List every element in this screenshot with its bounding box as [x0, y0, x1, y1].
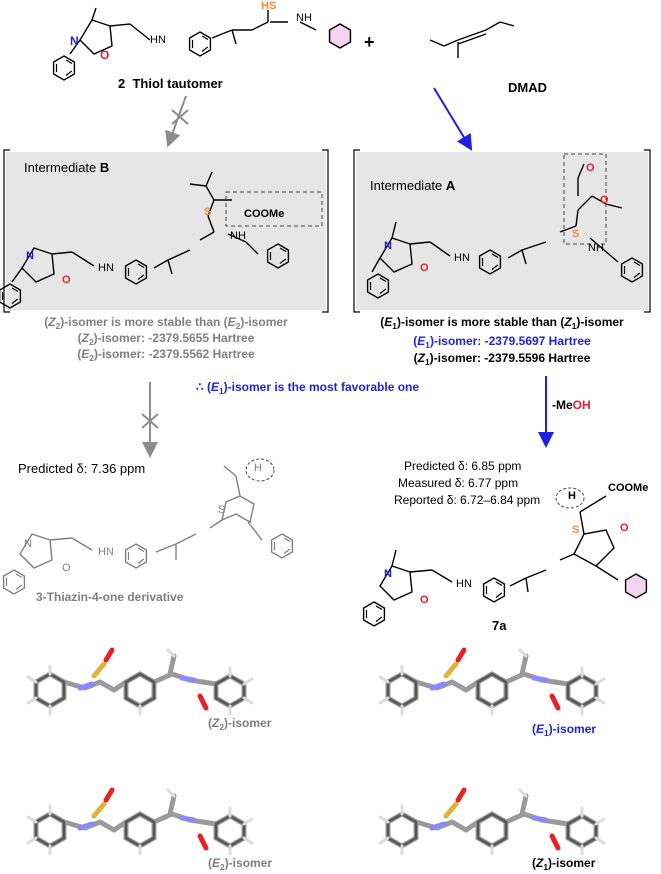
z2-energy: (Z2)-isomer: -2379.5655 Hartree: [77, 331, 255, 347]
e1-energy: (E1)-isomer: -2379.5697 Hartree: [413, 334, 591, 350]
product-reported-shift: Reported δ: 6.72–6.84 ppm: [394, 493, 541, 507]
atom-nh: NH: [296, 12, 312, 24]
intermediate-a-o2: O: [600, 194, 609, 206]
intermediate-a-letter: A: [445, 178, 456, 193]
product-h: H: [568, 490, 576, 502]
intermediate-b-sulfur: S: [204, 206, 212, 218]
intermediate-a-panel: [356, 152, 648, 310]
intermediate-a-nh: NH: [588, 242, 604, 254]
intermediate-a-o1: O: [586, 162, 595, 174]
intermediate-a-label: Intermediate A: [370, 178, 456, 193]
product-n: N: [384, 568, 392, 580]
z1-energy: (Z1)-isomer: -2379.5596 Hartree: [413, 351, 591, 367]
product-predicted-shift: Predicted δ: 6.85 ppm: [404, 459, 522, 473]
thiazinone-n: N: [24, 538, 32, 550]
plus-sign: +: [364, 32, 375, 52]
atom-hn: HN: [150, 34, 166, 46]
atom-sh: HS: [261, 0, 277, 12]
intermediate-a-sulfur: S: [572, 228, 580, 240]
intermediate-a-stability: (E1)-isomer is more stable than (Z1)-iso…: [380, 315, 624, 331]
intermediate-b-label: Intermediate B: [24, 160, 110, 175]
tautomer-label: Thiol tautomer: [132, 76, 223, 91]
thiazinone-o: O: [62, 562, 71, 574]
thiazinone-s: S: [218, 504, 226, 516]
intermediate-b-coome: COOMe: [244, 208, 285, 220]
dmad-label: DMAD: [508, 80, 547, 95]
atom-n: N: [70, 34, 79, 48]
thiazinone-hn: HN: [98, 546, 114, 558]
intermediate-b-hn: HN: [98, 262, 114, 274]
product-sulfur: S: [572, 524, 580, 536]
z2-model-caption: (Z2)-isomer: [208, 716, 272, 732]
e2-model-caption: (E2)-isomer: [208, 856, 273, 872]
intermediate-a-n: N: [384, 240, 392, 252]
product-hn: HN: [456, 578, 472, 590]
intermediate-b-n: N: [26, 250, 34, 262]
product-o1: O: [620, 522, 629, 534]
e2-energy: (E2)-isomer: -2379.5562 Hartree: [77, 347, 255, 363]
intermediate-b-nh: NH: [230, 230, 246, 242]
thiazinone-label: 3-Thiazin-4-one derivative: [36, 590, 184, 604]
compound-number: 2: [118, 76, 126, 91]
reaction-condition: -MeOH: [552, 398, 591, 412]
intermediate-b-o: O: [62, 274, 71, 286]
intermediate-b-panel: [6, 152, 326, 310]
e1-model-caption: (E1)-isomer: [532, 722, 597, 738]
intermediate-b-letter: B: [99, 160, 110, 175]
z1-model-caption: (Z1)-isomer: [532, 856, 596, 872]
product-coome: COOMe: [608, 482, 649, 494]
intermediate-a-hn: HN: [454, 252, 470, 264]
compound-2-label: 2 Thiol tautomer: [118, 76, 223, 91]
product-label: 7a: [492, 618, 507, 633]
atom-o: O: [100, 48, 110, 62]
intermediate-b-stability: (Z2)-isomer is more stable than (E2)-iso…: [44, 315, 288, 331]
product-measured-shift: Measured δ: 6.77 ppm: [398, 476, 519, 490]
intermediate-a-o3: O: [420, 262, 429, 274]
product-o2: O: [420, 594, 429, 606]
thiazinone-predicted-shift: Predicted δ: 7.36 ppm: [18, 461, 146, 476]
thiazinone-h: H: [254, 462, 262, 474]
conclusion-line: ∴ (E1)-isomer is the most favorable one: [196, 380, 420, 396]
